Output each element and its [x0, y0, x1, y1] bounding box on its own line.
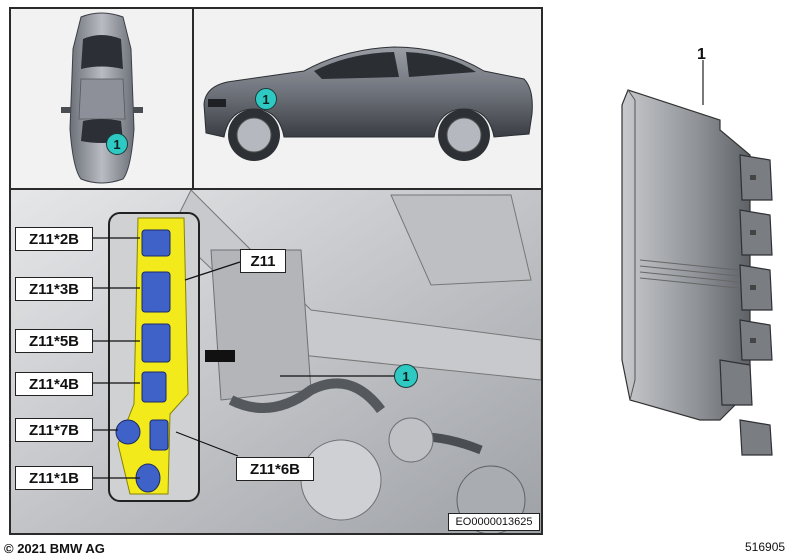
- control-unit-highlight: [115, 217, 189, 495]
- callout-side-view: 1: [255, 88, 277, 110]
- car-side-view-illustration: [203, 46, 533, 161]
- label-z11: Z11: [240, 249, 286, 273]
- label-z11-4b: Z11*4B: [15, 372, 93, 396]
- panel-side-view: [192, 7, 543, 190]
- label-z11-5b: Z11*5B: [15, 329, 93, 353]
- label-z11-6b: Z11*6B: [236, 457, 314, 481]
- label-z11-7b: Z11*7B: [15, 418, 93, 442]
- part-number: 516905: [745, 540, 786, 554]
- label-z11-3b: Z11*3B: [15, 277, 93, 301]
- part-callout-number: 1: [697, 46, 706, 63]
- callout-engine-bay: 1: [394, 364, 418, 388]
- control-module-part-illustration: [621, 60, 773, 456]
- control-unit-inset: [108, 212, 200, 502]
- copyright: © 2021 BMW AG: [4, 541, 105, 556]
- callout-top-view: 1: [106, 133, 128, 155]
- panel-top-view: [9, 7, 194, 190]
- label-z11-2b: Z11*2B: [15, 227, 93, 251]
- image-code: EO0000013625: [448, 513, 540, 531]
- label-z11-1b: Z11*1B: [15, 466, 93, 490]
